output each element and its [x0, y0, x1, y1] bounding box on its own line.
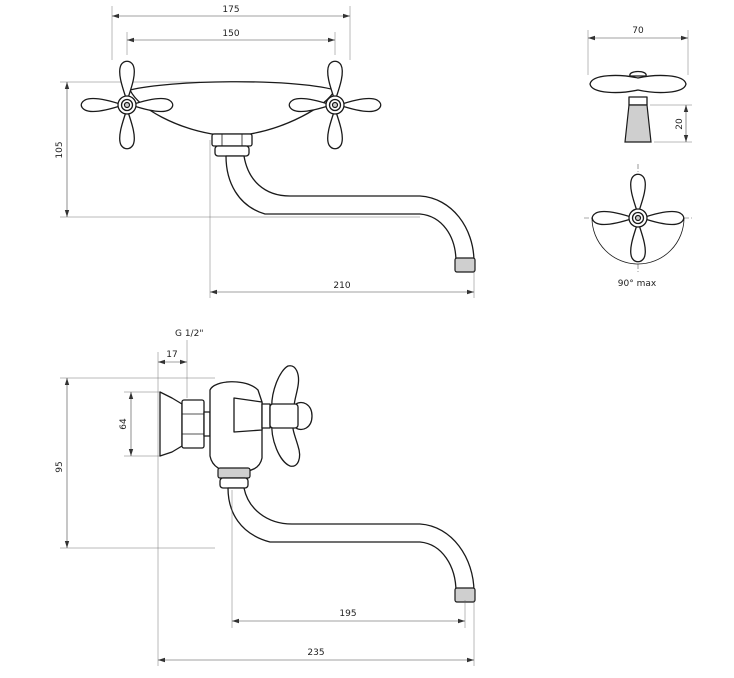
dim-70-label: 70	[632, 26, 644, 36]
dim-195-line	[231, 490, 466, 628]
valve-spindle	[261, 403, 271, 429]
spout-aerator	[454, 257, 476, 273]
dim-105-line	[60, 81, 420, 218]
left-cross-handle	[80, 60, 174, 150]
dim-105-label: 105	[55, 141, 65, 158]
dim-175-label: 175	[222, 5, 239, 15]
swivel-nut	[211, 133, 253, 157]
dim-95-line	[60, 377, 215, 549]
rotation-label: 90° max	[618, 279, 657, 289]
handle-side-elevation	[589, 70, 687, 143]
thread-label: G 1/2"	[175, 329, 203, 339]
eccentric-hex-nut	[181, 399, 211, 449]
spout-top-view	[225, 155, 475, 263]
spout-aerator-side	[454, 587, 476, 603]
handle-detail: 70 20 90° max	[584, 26, 692, 289]
dim-150-label: 150	[222, 29, 239, 39]
wall-escutcheon	[159, 391, 183, 457]
dim-235-label: 235	[307, 648, 324, 658]
valve-cartridge	[233, 397, 263, 433]
side-cross-handle	[269, 365, 313, 467]
dim-20-line	[650, 104, 692, 143]
dim-235-line	[158, 600, 475, 666]
dim-17-label: 17	[166, 350, 177, 360]
dim-95-label: 95	[55, 461, 65, 472]
right-cross-handle	[288, 60, 382, 150]
spout-side-view	[227, 487, 475, 593]
dim-64-line	[124, 391, 160, 457]
swivel-nut-side	[217, 467, 251, 489]
dim-175-line	[111, 6, 351, 60]
dim-150-line	[126, 32, 336, 55]
dim-210-line	[209, 140, 475, 298]
dim-64-label: 64	[119, 418, 129, 430]
side-view: G 1/2" 17 95 64	[55, 329, 476, 666]
dim-70-line	[587, 30, 689, 75]
dim-17-line	[157, 352, 187, 666]
handle-plan-view	[584, 164, 692, 272]
dim-210-label: 210	[333, 281, 350, 291]
dim-20-label: 20	[675, 118, 685, 130]
top-view: 175 150 105	[55, 5, 476, 298]
dim-195-label: 195	[339, 609, 356, 619]
